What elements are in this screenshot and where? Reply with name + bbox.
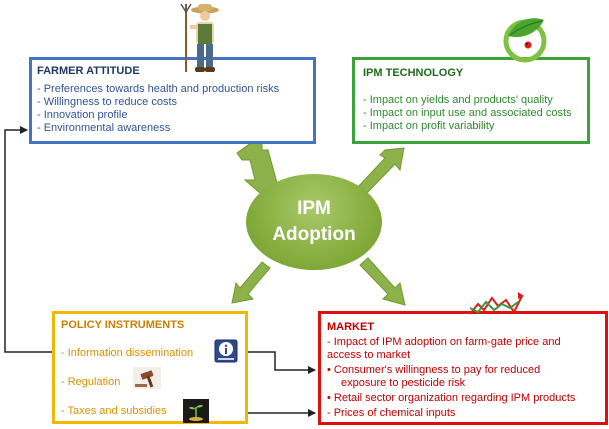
farmer-attitude-box: FARMER ATTITUDE - Preferences towards he… xyxy=(29,57,316,144)
market-line: - Impact of IPM adoption on farm-gate pr… xyxy=(327,336,561,348)
farmer-attitude-title: FARMER ATTITUDE xyxy=(37,65,140,77)
list-item: - Preferences towards health and product… xyxy=(37,83,280,95)
ipm-technology-box: IPM TECHNOLOGY - Impact on yields and pr… xyxy=(352,57,590,144)
market-line: • Consumer's willingness to pay for redu… xyxy=(327,364,541,376)
farmer-attitude-list: - Preferences towards health and product… xyxy=(37,83,279,135)
arrow-market xyxy=(359,257,406,306)
info-to-market-line xyxy=(238,351,316,374)
policy-item-regulation: - Regulation xyxy=(61,376,121,388)
feedback-line xyxy=(4,126,52,353)
ipm-technology-title: IPM TECHNOLOGY xyxy=(363,67,464,79)
market-line: - Prices of chemical inputs xyxy=(327,407,456,419)
ipm-technology-list: - Impact on yields and products' quality… xyxy=(363,94,572,133)
list-item: - Impact on yields and products' quality xyxy=(363,94,553,106)
policy-item-taxes: - Taxes and subsidies xyxy=(61,405,167,417)
list-item: - Impact on profit variability xyxy=(363,120,495,132)
list-item: - Impact on input use and associated cos… xyxy=(363,107,572,119)
market-line: exposure to pesticide risk xyxy=(341,377,466,389)
list-item: - Environmental awareness xyxy=(37,122,171,134)
information-icon xyxy=(214,339,238,363)
ipm-adoption-label: IPM Adoption xyxy=(272,198,356,245)
policy-item-information: - Information dissemination xyxy=(61,347,194,359)
market-title: MARKET xyxy=(327,321,375,333)
market-line: access to market xyxy=(327,349,411,361)
arrow-policy xyxy=(231,261,271,304)
arrow-technology xyxy=(356,147,405,196)
leaf-icon xyxy=(503,18,547,63)
ipm-adoption-node: IPM Adoption xyxy=(246,174,382,270)
farmer-illustration-icon xyxy=(180,3,219,72)
price-chart-icon xyxy=(469,292,524,315)
policy-instruments-title: POLICY INSTRUMENTS xyxy=(61,319,185,331)
list-item: - Innovation profile xyxy=(37,109,128,121)
gavel-icon xyxy=(133,367,161,389)
money-icon xyxy=(183,399,209,423)
market-line: • Retail sector organization regarding I… xyxy=(327,392,576,404)
list-item: - Willingness to reduce costs xyxy=(37,96,177,108)
market-box: MARKET - Impact of IPM adoption on farm-… xyxy=(318,311,608,425)
